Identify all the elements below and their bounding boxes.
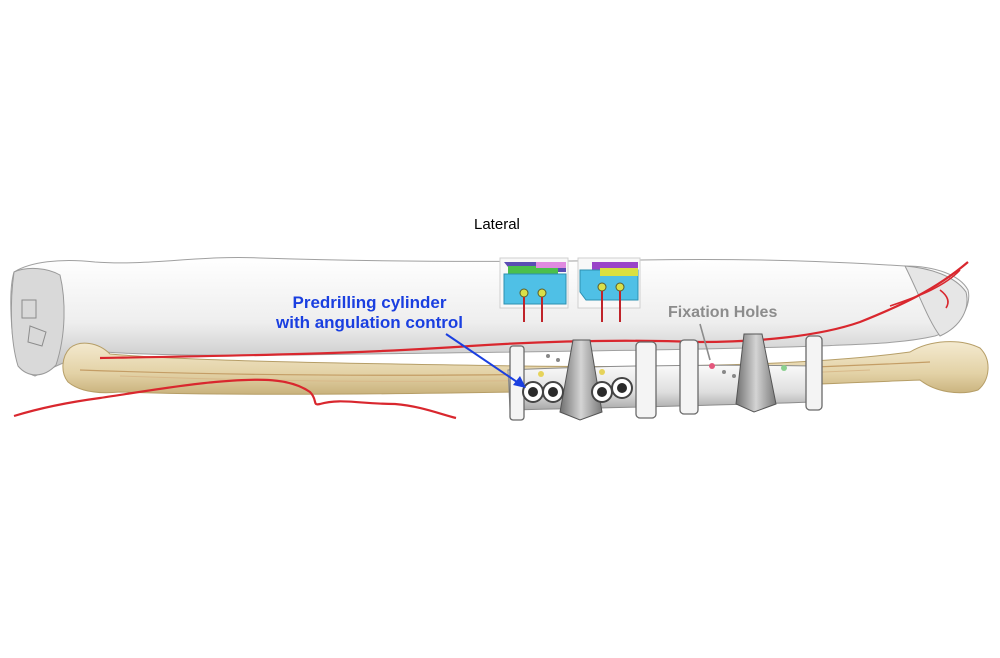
cylinder xyxy=(591,381,613,403)
view-label: Lateral xyxy=(474,216,520,233)
fixation-hole xyxy=(538,371,544,377)
predrilling-cylinders xyxy=(522,377,633,403)
guide-fin xyxy=(559,339,603,421)
tibia-proximal-end xyxy=(10,267,65,376)
guide-fin xyxy=(735,333,777,413)
cylinder xyxy=(522,381,544,403)
fixation-hole xyxy=(781,365,787,371)
fixation-holes xyxy=(538,354,787,378)
vessel-branch xyxy=(889,269,961,309)
cylinder xyxy=(542,381,564,403)
vessel-upper xyxy=(99,261,969,360)
cylinder xyxy=(611,377,633,399)
guide-plate xyxy=(679,339,699,415)
fixation-hole xyxy=(732,374,736,378)
predrilling-callout-line2: with angulation control xyxy=(276,313,463,332)
guide-plate xyxy=(635,341,657,419)
inset-left-cylinder-icon xyxy=(499,257,569,322)
fixation-holes-callout: Fixation Holes xyxy=(668,304,778,321)
bone-surface-detail xyxy=(21,299,47,347)
fixation-hole xyxy=(556,358,560,362)
vessel-main xyxy=(13,378,457,420)
guide-plates xyxy=(509,335,823,421)
guide-plate xyxy=(805,335,823,411)
inset-right-cylinder-icon xyxy=(577,257,641,322)
predrill-callout-arrow xyxy=(445,333,526,388)
fixation-hole xyxy=(709,363,715,369)
fixation-hole xyxy=(599,369,605,375)
predrilling-callout: Predrilling cylinder with angulation con… xyxy=(276,293,463,333)
predrilling-callout-line1: Predrilling cylinder xyxy=(292,293,447,312)
fixation-hole xyxy=(546,354,550,358)
fixation-callout-line xyxy=(699,323,711,361)
fixation-hole xyxy=(722,370,726,374)
tibia-distal-end xyxy=(904,265,968,337)
